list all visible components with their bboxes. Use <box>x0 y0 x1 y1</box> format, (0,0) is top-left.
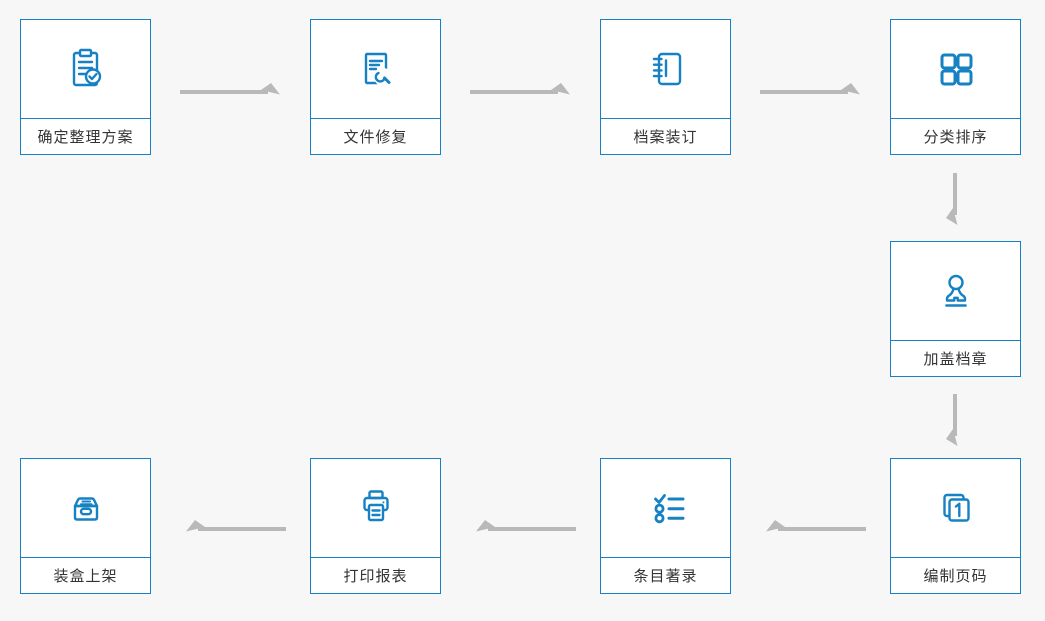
archive-box-icon <box>21 459 150 558</box>
flow-step-file-repair: 文件修复 <box>310 19 441 155</box>
flow-step-label: 分类排序 <box>923 128 988 146</box>
stamp-icon <box>891 242 1020 341</box>
flow-step-label: 装盒上架 <box>53 567 118 585</box>
notebook-binding-icon <box>601 20 730 119</box>
flow-step-label: 打印报表 <box>343 567 408 585</box>
flow-step-box-shelving: 装盒上架 <box>20 458 151 594</box>
flow-step-print-report: 打印报表 <box>310 458 441 594</box>
flow-step-archive-binding: 档案装订 <box>600 19 731 155</box>
page-number-icon <box>891 459 1020 558</box>
flow-step-page-numbering: 编制页码 <box>890 458 1021 594</box>
flow-step-label: 条目著录 <box>633 567 698 585</box>
flow-step-entry-cataloging: 条目著录 <box>600 458 731 594</box>
flow-step-label: 确定整理方案 <box>37 128 134 146</box>
flow-step-classify-sort: 分类排序 <box>890 19 1021 155</box>
arrow-right-icon <box>180 82 284 96</box>
arrow-left-icon <box>182 519 286 533</box>
printer-icon <box>311 459 440 558</box>
clipboard-check-icon <box>21 20 150 119</box>
flow-step-label: 文件修复 <box>343 128 408 146</box>
flow-step-determine-plan: 确定整理方案 <box>20 19 151 155</box>
document-wrench-icon <box>311 20 440 119</box>
arrow-left-icon <box>472 519 576 533</box>
flow-step-stamp-seal: 加盖档章 <box>890 241 1021 377</box>
grid-icon <box>891 20 1020 119</box>
arrow-down-icon <box>945 173 959 225</box>
arrow-right-icon <box>760 82 864 96</box>
arrow-down-icon <box>945 394 959 446</box>
arrow-left-icon <box>762 519 866 533</box>
checklist-icon <box>601 459 730 558</box>
flow-step-label: 档案装订 <box>633 128 698 146</box>
arrow-right-icon <box>470 82 574 96</box>
flow-step-label: 加盖档章 <box>923 350 988 368</box>
flow-step-label: 编制页码 <box>923 567 988 585</box>
